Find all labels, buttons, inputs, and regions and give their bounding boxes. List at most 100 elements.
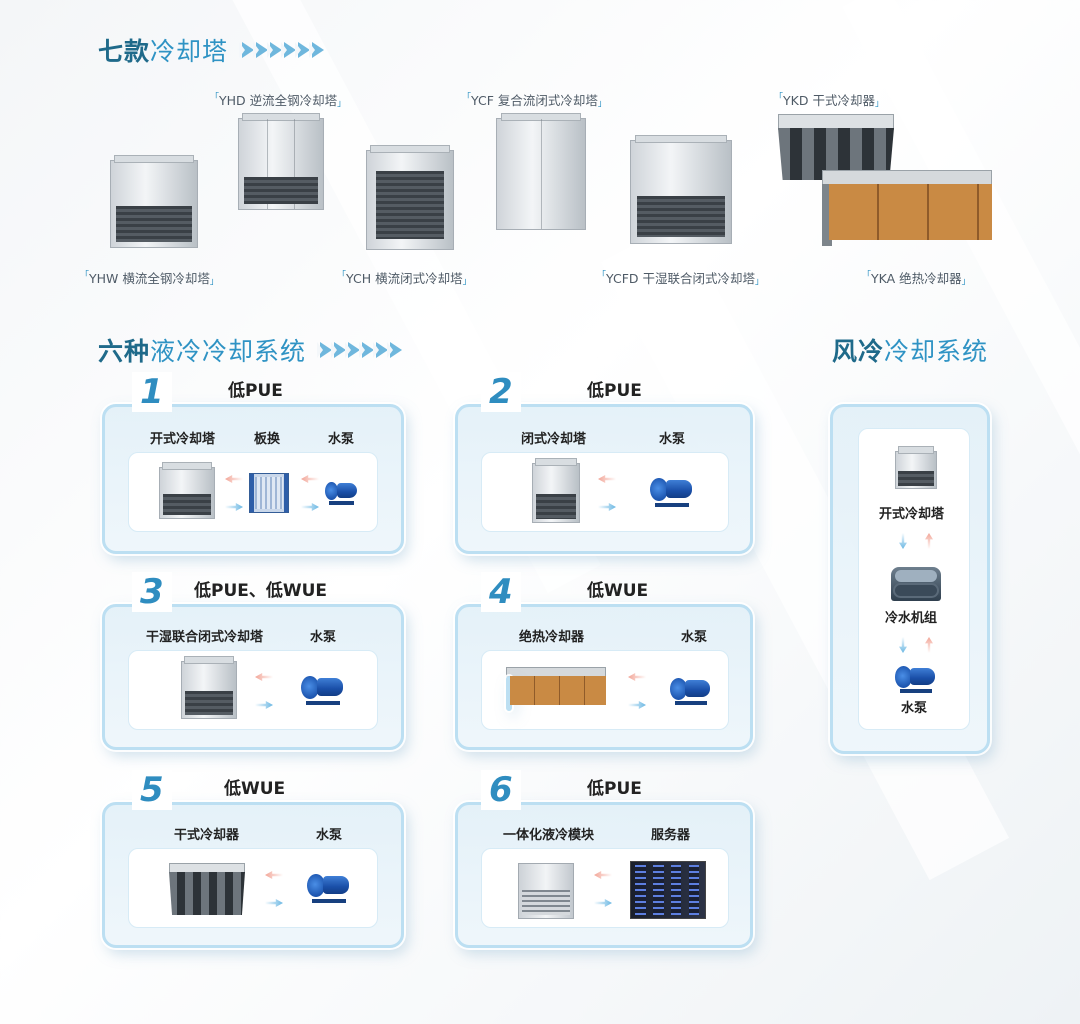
return-arrow-icon (225, 475, 243, 483)
closed-tower-image (532, 458, 580, 523)
system-card-6: 6 低PUE 一体化液冷模块 服务器 (455, 770, 753, 948)
return-arrow-icon (265, 871, 283, 879)
system-diagram (481, 452, 729, 532)
supply-arrow-icon (301, 503, 319, 511)
tower-label-ykd: YKD 干式冷却器 (774, 90, 884, 109)
item-label: 开式冷却塔 (879, 507, 945, 522)
pump-image (650, 475, 692, 507)
system-number: 1 (132, 372, 172, 412)
system-tag: 低PUE (587, 381, 642, 401)
system-diagram (128, 650, 378, 730)
tower-label-yhd: YHD 逆流全钢冷却塔 (210, 90, 346, 109)
supply-arrow-icon (255, 701, 273, 709)
plate-exchanger-image (249, 473, 289, 513)
system-tag: 低PUE (587, 779, 642, 799)
supply-arrow-icon (265, 899, 283, 907)
adiabatic-cooler-image (506, 667, 606, 711)
item-label: 闭式冷却塔 (521, 432, 587, 447)
dry-cooler-image (169, 863, 245, 915)
return-arrow-icon (925, 637, 933, 653)
pump-image (307, 871, 349, 903)
system-number: 5 (132, 770, 172, 810)
section-title-light: 冷却系统 (884, 337, 989, 366)
system-tag: 低WUE (587, 581, 649, 601)
supply-arrow-icon (899, 637, 907, 653)
system-tag: 低WUE (224, 779, 286, 799)
supply-arrow-icon (899, 533, 907, 549)
section-title-liquid: 六种 液冷冷却系统 (98, 332, 404, 368)
return-arrow-icon (255, 673, 273, 681)
system-diagram (128, 452, 378, 532)
section-title-bold: 风冷 (832, 337, 885, 366)
system-number: 2 (481, 372, 521, 412)
item-label: 水泵 (681, 630, 708, 645)
item-label: 板换 (254, 432, 281, 447)
item-label: 开式冷却塔 (150, 432, 216, 447)
section-title-aircooled: 风冷 冷却系统 (832, 332, 988, 368)
liquid-cooling-module-image (518, 863, 574, 919)
ych-tower-image (366, 145, 454, 250)
section-title-light: 液冷冷却系统 (150, 337, 307, 366)
item-label: 水泵 (328, 432, 355, 447)
system-card-4: 4 低WUE 绝热冷却器 水泵 (455, 572, 753, 750)
item-label: 绝热冷却器 (519, 630, 585, 645)
item-label: 水泵 (901, 701, 928, 716)
item-label: 干式冷却器 (174, 828, 240, 843)
system-number: 4 (481, 572, 521, 612)
system-card-5: 5 低WUE 干式冷却器 水泵 (102, 770, 404, 948)
return-arrow-icon (628, 673, 646, 681)
supply-arrow-icon (594, 899, 612, 907)
return-arrow-icon (925, 533, 933, 549)
item-label: 服务器 (651, 828, 691, 843)
pump-image (670, 675, 710, 705)
tower-label-ycf: YCF 复合流闭式冷却塔 (462, 90, 607, 109)
item-label: 冷水机组 (885, 611, 938, 626)
section-title-bold: 六种 (98, 337, 151, 366)
item-label: 水泵 (659, 432, 686, 447)
ycf-tower-image (496, 113, 586, 230)
system-number: 6 (481, 770, 521, 810)
item-label: 水泵 (310, 630, 337, 645)
system-number: 3 (132, 572, 172, 612)
chevron-arrows-icon (317, 342, 404, 358)
yhw-tower-image (110, 155, 198, 248)
return-arrow-icon (301, 475, 319, 483)
chiller-image (891, 567, 941, 601)
server-rack-image (630, 861, 706, 919)
hybrid-tower-image (181, 656, 237, 719)
system-diagram (128, 848, 378, 928)
tower-label-yka: YKA 绝热冷却器 (862, 268, 971, 287)
return-arrow-icon (598, 475, 616, 483)
system-card-1: 1 低PUE 开式冷却塔 板换 水泵 (102, 372, 404, 554)
chevron-arrows-icon (239, 42, 326, 58)
ycfd-tower-image (630, 135, 732, 244)
item-label: 水泵 (316, 828, 343, 843)
system-card-3: 3 低PUE、低WUE 干湿联合闭式冷却塔 水泵 (102, 572, 404, 750)
item-label: 一体化液冷模块 (503, 828, 595, 843)
system-diagram (481, 650, 729, 730)
tower-label-ych: YCH 横流闭式冷却塔 (337, 268, 472, 287)
system-diagram (481, 848, 729, 928)
system-card-2: 2 低PUE 闭式冷却塔 水泵 (455, 372, 753, 554)
pump-image (325, 479, 357, 505)
pump-image (895, 663, 935, 693)
aircooled-diagram: 开式冷却塔 冷水机组 水泵 (858, 428, 970, 730)
aircooled-system-card: 开式冷却塔 冷水机组 水泵 (830, 404, 990, 754)
system-tag: 低PUE、低WUE (194, 581, 328, 601)
supply-arrow-icon (598, 503, 616, 511)
tower-label-yhw: YHW 横流全钢冷却塔 (80, 268, 219, 287)
tower-label-ycfd: YCFD 干湿联合闭式冷却塔 (597, 268, 764, 287)
pump-image (301, 673, 343, 705)
section-title-towers: 七款 冷却塔 (98, 32, 326, 68)
return-arrow-icon (594, 871, 612, 879)
section-title-light: 冷却塔 (150, 37, 229, 66)
yhd-tower-image (238, 113, 324, 210)
supply-arrow-icon (628, 701, 646, 709)
yka-adiabatic-cooler-image (822, 170, 992, 246)
item-label: 干湿联合闭式冷却塔 (146, 630, 264, 645)
section-title-bold: 七款 (98, 37, 151, 66)
supply-arrow-icon (225, 503, 243, 511)
system-tag: 低PUE (228, 381, 283, 401)
open-tower-image (895, 446, 937, 489)
open-tower-image (159, 462, 215, 519)
